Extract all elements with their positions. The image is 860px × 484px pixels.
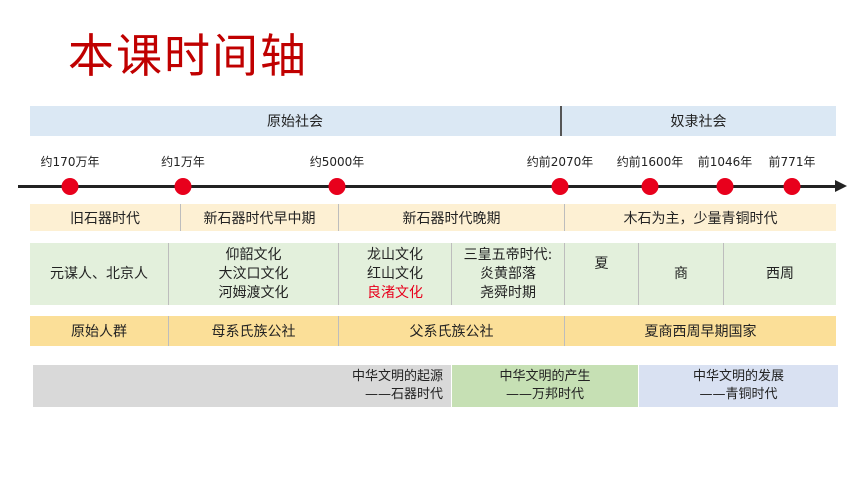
culture-group-early-neolithic: 仰韶文化 大汶口文化 河姆渡文化 [169, 243, 338, 305]
timeline-label: 约5000年 [309, 155, 365, 169]
civ-origin-subtitle: ——石器时代 [364, 387, 443, 402]
divider [168, 243, 169, 305]
society-primitive-group: 原始人群 [30, 316, 168, 346]
civ-emergence: 中华文明的产生 ——万邦时代 [452, 365, 638, 407]
timeline-dot [716, 178, 734, 195]
divider [564, 204, 565, 231]
timeline-label: 前771年 [768, 155, 816, 169]
culture-shang: 商 [639, 243, 723, 305]
culture-text: 大汶口文化 [218, 265, 289, 282]
culture-text: 炎黄部落 [480, 265, 536, 282]
timeline-arrow-icon [835, 180, 847, 192]
page-title: 本课时间轴 [68, 29, 308, 83]
timeline-label: 约前1600年 [616, 155, 684, 169]
culture-text: 商 [674, 265, 688, 282]
divider [638, 243, 639, 305]
civ-origin-title: 中华文明的起源 [351, 369, 443, 384]
timeline-dot [551, 178, 569, 195]
culture-text: 仰韶文化 [225, 246, 282, 263]
culture-text: 红山文化 [367, 265, 423, 282]
tool-era-paleolithic: 旧石器时代 [30, 204, 180, 231]
divider [338, 243, 339, 305]
divider [564, 316, 565, 346]
culture-early-humans: 元谋人、北京人 [30, 243, 168, 305]
culture-text: 尧舜时期 [480, 284, 536, 301]
culture-text-highlight: 良渚文化 [367, 284, 423, 301]
civ-emergence-subtitle: ——万邦时代 [505, 387, 584, 402]
civ-emergence-title: 中华文明的产生 [499, 369, 591, 384]
timeline-label: 前1046年 [697, 155, 753, 169]
timeline-axis [18, 185, 840, 188]
timeline-dot [61, 178, 79, 195]
divider [723, 243, 724, 305]
culture-text: 龙山文化 [367, 246, 423, 263]
divider [180, 204, 181, 231]
society-matriarchal: 母系氏族公社 [169, 316, 338, 346]
timeline-label: 约170万年 [40, 155, 100, 169]
civ-development: 中华文明的发展 ——青铜时代 [639, 365, 838, 407]
era-divider [560, 106, 562, 136]
divider [338, 204, 339, 231]
tool-era-bronze: 木石为主，少量青铜时代 [565, 204, 836, 231]
civ-development-title: 中华文明的发展 [692, 369, 784, 384]
culture-western-zhou: 西周 [724, 243, 836, 305]
society-patriarchal: 父系氏族公社 [339, 316, 564, 346]
civ-development-subtitle: ——青铜时代 [699, 387, 778, 402]
culture-text: 元谋人、北京人 [50, 265, 148, 282]
divider [564, 243, 565, 305]
divider [451, 243, 452, 305]
era-slave: 奴隶社会 [561, 106, 836, 136]
society-early-states: 夏商西周早期国家 [565, 316, 836, 346]
culture-text: 河姆渡文化 [218, 284, 289, 301]
civ-origin: 中华文明的起源 ——石器时代 [33, 365, 451, 407]
culture-xia: 夏 [565, 243, 638, 305]
timeline-dot [783, 178, 801, 195]
culture-text: 西周 [766, 265, 794, 282]
timeline-dot [328, 178, 346, 195]
timeline-dot [641, 178, 659, 195]
timeline-dot [174, 178, 192, 195]
culture-text: 三皇五帝时代: [463, 246, 553, 263]
culture-group-late-neolithic: 龙山文化 红山文化 良渚文化 [339, 243, 451, 305]
era-primitive: 原始社会 [30, 106, 560, 136]
divider [168, 316, 169, 346]
tool-era-early-neolithic: 新石器时代早中期 [181, 204, 338, 231]
divider [338, 316, 339, 346]
culture-text: 夏 [594, 255, 609, 272]
timeline-label: 约1万年 [161, 155, 205, 169]
tool-era-late-neolithic: 新石器时代晚期 [339, 204, 564, 231]
culture-group-legendary: 三皇五帝时代: 炎黄部落 尧舜时期 [452, 243, 564, 305]
timeline-label: 约前2070年 [526, 155, 594, 169]
